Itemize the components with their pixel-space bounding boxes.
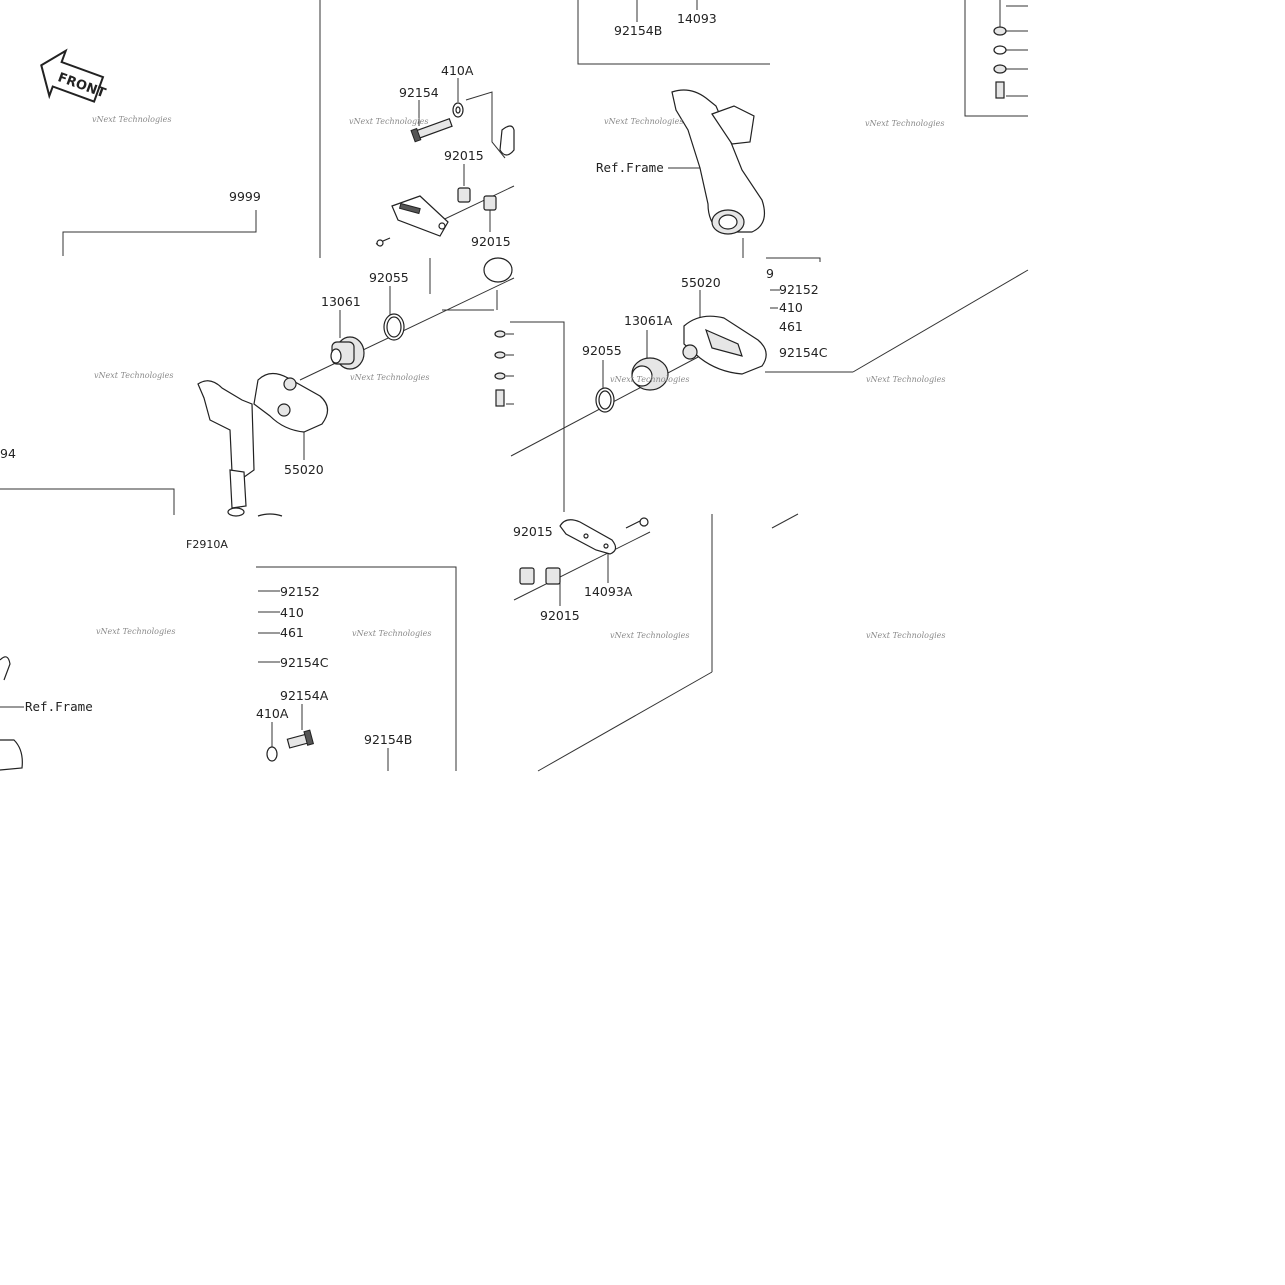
part-label: Ref.Frame [25, 699, 93, 714]
part-label: 410 [280, 605, 304, 620]
part-label: 92154B [614, 23, 662, 38]
part-label: 9999 [229, 189, 261, 204]
watermark: vNext Technologies [350, 373, 429, 382]
watermark: vNext Technologies [96, 627, 175, 636]
part-label: 92055 [369, 270, 409, 285]
watermark: vNext Technologies [92, 115, 171, 124]
part-label: 461 [779, 319, 803, 334]
part-label: F2910A [186, 538, 228, 551]
part-label: Ref.Frame [596, 160, 664, 175]
watermark: vNext Technologies [866, 631, 945, 640]
part-label: 461 [280, 625, 304, 640]
part-label: 92015 [540, 608, 580, 623]
leader-lines [0, 0, 1029, 772]
part-label: 92154B [364, 732, 412, 747]
part-label: 92015 [471, 234, 511, 249]
part-label: 410 [779, 300, 803, 315]
watermarks: vNext Technologies vNext Technologies vN… [92, 115, 945, 640]
part-label: 410A [256, 706, 289, 721]
part-label: 92055 [582, 343, 622, 358]
part-label: 92015 [513, 524, 553, 539]
part-label: 92154A [280, 688, 329, 703]
part-label: 14093A [584, 584, 633, 599]
part-label: 9 [766, 266, 774, 281]
watermark: vNext Technologies [866, 375, 945, 384]
watermark: vNext Technologies [610, 375, 689, 384]
part-label: 13061 [321, 294, 361, 309]
left-assembly [197, 102, 515, 517]
part-label: 410A [441, 63, 474, 78]
watermark: vNext Technologies [604, 117, 683, 126]
part-label: 92154C [779, 345, 828, 360]
watermark: vNext Technologies [352, 629, 431, 638]
watermark: vNext Technologies [610, 631, 689, 640]
bottom-left-hardware [0, 656, 315, 771]
watermark: vNext Technologies [94, 371, 173, 380]
watermark: vNext Technologies [349, 117, 428, 126]
front-arrow: FRONT [40, 48, 108, 103]
part-label: 92015 [444, 148, 484, 163]
right-assembly [519, 26, 1007, 585]
part-label: 92152 [280, 584, 320, 599]
part-labels: 410A 92154 92015 92015 9999 92055 13061 … [0, 11, 828, 747]
part-label: 92154 [399, 85, 439, 100]
part-label: 55020 [681, 275, 721, 290]
part-label: 94 [0, 446, 16, 461]
part-label: 14093 [677, 11, 717, 26]
part-label: 13061A [624, 313, 673, 328]
watermark: vNext Technologies [865, 119, 944, 128]
part-label: 92154C [280, 655, 329, 670]
part-label: 55020 [284, 462, 324, 477]
part-label: 92152 [779, 282, 819, 297]
